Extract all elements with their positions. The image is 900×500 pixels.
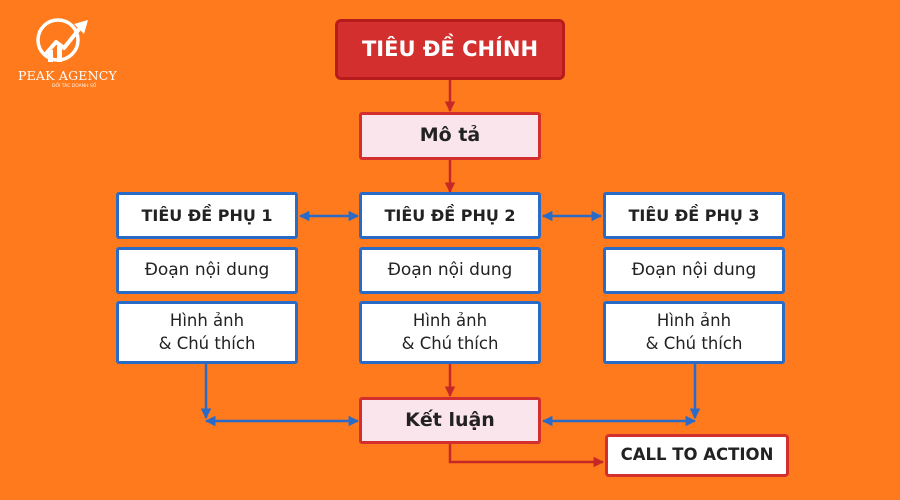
paragraph-3-box: Đoạn nội dung [603, 247, 785, 294]
peak-agency-logo: PEAK AGENCY ĐỐI TÁC DOANH SỐ [14, 14, 117, 94]
subtitle-3-box: TIÊU ĐỀ PHỤ 3 [603, 192, 785, 239]
paragraph-2-box: Đoạn nội dung [359, 247, 541, 294]
subtitle-1-box: TIÊU ĐỀ PHỤ 1 [116, 192, 298, 239]
subtitle-2-box: TIÊU ĐỀ PHỤ 2 [359, 192, 541, 239]
image-caption-3-line2: & Chú thích [645, 333, 743, 353]
logo-tagline: ĐỐI TÁC DOANH SỐ [52, 84, 97, 89]
logo-name: PEAK AGENCY [18, 68, 117, 83]
image-caption-2-line2: & Chú thích [401, 333, 499, 353]
image-caption-1-box: Hình ảnh & Chú thích [116, 301, 298, 364]
image-caption-1-line2: & Chú thích [158, 333, 256, 353]
conclusion-box: Kết luận [359, 397, 541, 444]
image-caption-3-box: Hình ảnh & Chú thích [603, 301, 785, 364]
main-title-box: TIÊU ĐỀ CHÍNH [335, 19, 565, 80]
paragraph-1-box: Đoạn nội dung [116, 247, 298, 294]
image-caption-1-line1: Hình ảnh [169, 311, 245, 331]
image-caption-2-box: Hình ảnh & Chú thích [359, 301, 541, 364]
growth-chart-icon [36, 18, 88, 62]
image-caption-2-line1: Hình ảnh [412, 311, 488, 331]
image-caption-3-line1: Hình ảnh [656, 311, 732, 331]
arrow-conclusion-to-cta [448, 444, 605, 468]
call-to-action-box: CALL TO ACTION [605, 434, 789, 477]
description-box: Mô tả [359, 112, 541, 160]
